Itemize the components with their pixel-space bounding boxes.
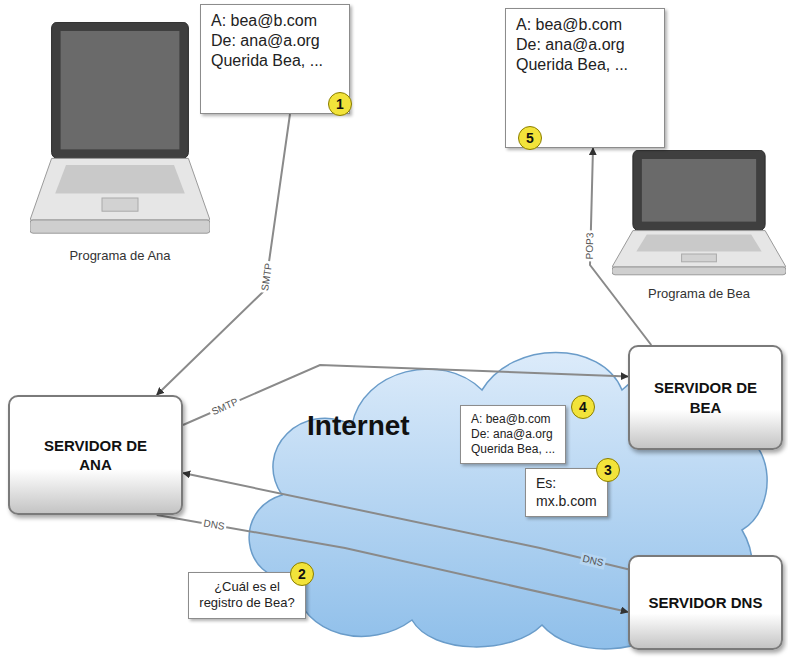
note-text: De: ana@a.org (471, 427, 555, 442)
cloud-label: Internet (307, 410, 410, 442)
callout-number: 3 (596, 458, 620, 482)
laptop-illustration (612, 150, 786, 280)
note-text: De: ana@a.org (211, 31, 339, 51)
callout-number: 4 (571, 395, 595, 419)
message-note: A: bea@b.comDe: ana@a.orgQuerida Bea, ..… (460, 405, 566, 464)
program-label: Programa de Ana (30, 248, 210, 263)
note-text: Es: (536, 475, 597, 493)
laptop-illustration (30, 22, 210, 242)
program-label: Programa de Bea (612, 286, 786, 301)
protocol-label: POP3 (584, 230, 597, 261)
server-name: SERVIDOR DNS (649, 593, 763, 613)
note-text: Querida Bea, ... (211, 51, 339, 71)
protocol-label: SMTP (208, 395, 242, 419)
client-laptop: Programa de Bea (612, 150, 786, 301)
note-text: A: bea@b.com (516, 15, 654, 35)
protocol-label: DNS (200, 517, 227, 533)
note-text: ¿Cuál es el registro de Bea? (199, 579, 295, 612)
note-text: A: bea@b.com (211, 11, 339, 31)
note-text: De: ana@a.org (516, 35, 654, 55)
callout-number: 2 (290, 562, 314, 586)
message-note: ¿Cuál es el registro de Bea? (188, 572, 306, 619)
note-text: mx.b.com (536, 493, 597, 511)
note-text: Querida Bea, ... (516, 55, 654, 75)
server-box: SERVIDOR DE BEA (628, 345, 783, 450)
note-text: Querida Bea, ... (471, 442, 555, 457)
message-note: Es:mx.b.com (525, 468, 608, 517)
note-text: A: bea@b.com (471, 412, 555, 427)
message-note: A: bea@b.comDe: ana@a.orgQuerida Bea, ..… (200, 4, 350, 114)
protocol-label: SMTP (259, 260, 275, 293)
server-name: SERVIDOR DE ANA (28, 436, 163, 475)
server-box: SERVIDOR DNS (628, 555, 783, 650)
client-laptop: Programa de Ana (30, 22, 210, 263)
server-name: SERVIDOR DE BEA (648, 378, 763, 417)
callout-number: 5 (518, 126, 542, 150)
server-box: SERVIDOR DE ANA (8, 395, 183, 515)
callout-number: 1 (328, 92, 352, 116)
